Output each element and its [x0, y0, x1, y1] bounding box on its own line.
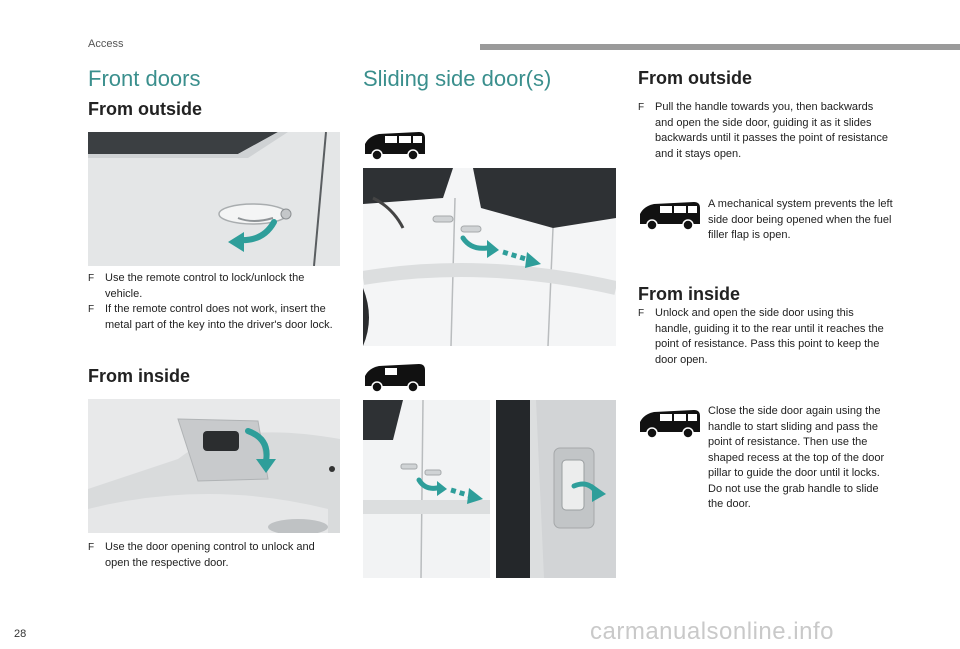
van-icon	[638, 200, 702, 232]
section-label: Access	[88, 38, 124, 50]
sliding-outside-heading: From outside	[638, 68, 753, 88]
sliding-door-inside-image	[496, 400, 616, 578]
sliding-inside-heading: From inside	[638, 284, 741, 304]
bullet-icon: F	[638, 102, 645, 113]
front-outside-bullet-2: F If the remote control does not work, i…	[88, 303, 333, 331]
bullet-icon: F	[88, 542, 95, 553]
sliding-outside-bullet: F Pull the handle towards you, then back…	[638, 101, 888, 160]
sliding-door-outside-image	[363, 168, 616, 346]
van-icon	[363, 362, 427, 394]
sliding-door-panel-image	[363, 400, 490, 578]
sliding-outside-note: A mechanical system prevents the left si…	[708, 198, 893, 241]
bullet-icon: F	[88, 273, 95, 284]
sliding-inside-note-2: Do not use the grab handle to slide the …	[708, 482, 879, 511]
front-outside-heading: From outside	[88, 99, 203, 119]
bullet-icon: F	[638, 308, 645, 319]
front-door-inside-image	[88, 399, 340, 533]
front-door-outside-image	[88, 132, 340, 266]
bullet-icon: F	[88, 304, 95, 315]
van-icon	[638, 408, 702, 440]
front-doors-title: Front doors	[88, 66, 201, 91]
van-icon	[363, 130, 427, 162]
front-outside-bullet-1: F Use the remote control to lock/unlock …	[88, 272, 305, 300]
watermark: carmanualsonline.info	[590, 618, 834, 645]
sliding-inside-note-1: Close the side door again using the hand…	[708, 405, 885, 479]
sliding-inside-bullet: F Unlock and open the side door using th…	[638, 307, 884, 366]
front-inside-heading: From inside	[88, 366, 191, 386]
header-bar	[480, 44, 960, 50]
front-inside-bullet-1: F Use the door opening control to unlock…	[88, 541, 315, 569]
page-number: 28	[14, 628, 27, 640]
sliding-doors-title: Sliding side door(s)	[363, 66, 552, 91]
